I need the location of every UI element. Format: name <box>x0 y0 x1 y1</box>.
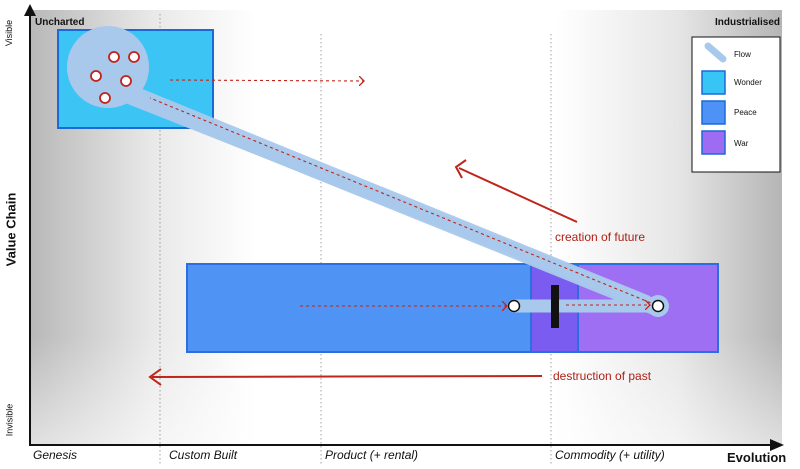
legend-war-label: War <box>734 139 749 148</box>
legend-wonder-label: Wonder <box>734 78 762 87</box>
wonder-dotted-arrow <box>169 80 364 81</box>
invisible-label: Invisible <box>4 403 15 437</box>
flow-band-main <box>118 89 663 313</box>
legend-flow-label: Flow <box>734 50 751 59</box>
visible-label: Visible <box>4 19 15 47</box>
industrialised-label: Industrialised <box>714 17 780 28</box>
component-node <box>90 70 102 82</box>
destruction-arrow-head <box>148 368 162 386</box>
destruction-arrow <box>151 375 543 378</box>
stage-commodity-label: Commodity (+ utility) <box>555 448 665 462</box>
value-chain-label: Value Chain <box>3 192 19 267</box>
component-node <box>99 92 111 104</box>
component-node <box>651 299 665 313</box>
y-axis-arrowhead <box>24 4 36 16</box>
destruction-annotation: destruction of past <box>553 369 652 383</box>
inertia-bar <box>551 285 559 328</box>
component-node <box>507 299 521 313</box>
legend-war-swatch <box>701 130 726 155</box>
flow-blob <box>67 26 149 108</box>
evolution-label: Evolution <box>727 450 787 465</box>
x-axis-arrowhead <box>770 439 784 451</box>
flow-dotted-arrow <box>149 97 657 306</box>
legend-wonder-swatch <box>701 70 726 95</box>
legend-flow-swatch <box>704 42 727 63</box>
component-node <box>120 75 132 87</box>
peace-region <box>186 263 533 353</box>
stage-custom-built-label: Custom Built <box>169 448 238 462</box>
legend-peace-label: Peace <box>734 108 757 117</box>
creation-arrow <box>458 167 578 223</box>
component-node <box>128 51 140 63</box>
creation-annotation: creation of future <box>555 230 646 244</box>
creation-arrow-head <box>454 159 467 179</box>
legend-peace-swatch <box>701 100 726 125</box>
uncharted-label: Uncharted <box>35 17 85 28</box>
component-node <box>108 51 120 63</box>
stage-product-label: Product (+ rental) <box>325 448 419 462</box>
stage-genesis-label: Genesis <box>33 448 78 462</box>
